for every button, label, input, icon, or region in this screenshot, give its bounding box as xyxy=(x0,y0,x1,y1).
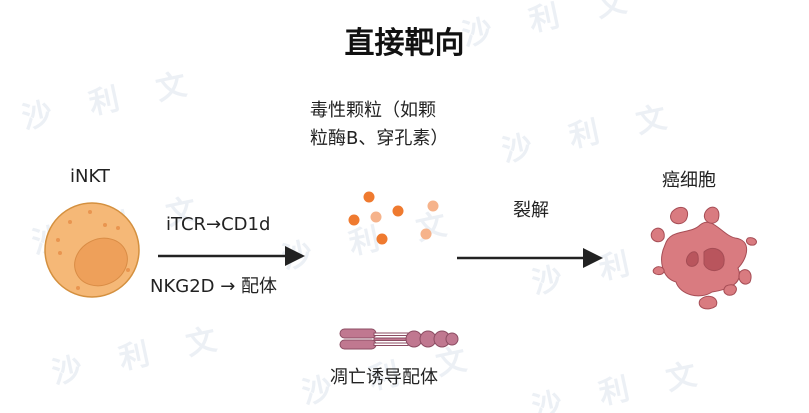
apoptosis-ligand-label: 凋亡诱导配体 xyxy=(330,367,438,388)
inkt-cell xyxy=(44,202,140,298)
granules xyxy=(348,191,439,245)
cancer-cell xyxy=(650,206,757,310)
itcr-label: iTCR→CD1d xyxy=(166,214,271,235)
apoptosis-ligand xyxy=(339,328,459,350)
nkg2d-label: NKG2D → 配体 xyxy=(150,276,278,297)
granules-label-line2: 粒酶B、穿孔素） xyxy=(310,128,449,149)
lysis-label: 裂解 xyxy=(513,200,549,221)
granules-label-line1: 毒性颗粒（如颗 xyxy=(310,100,436,121)
inkt-label: iNKT xyxy=(70,166,110,187)
page-title: 直接靶向 xyxy=(344,26,465,61)
cancer-label: 癌细胞 xyxy=(662,170,716,191)
